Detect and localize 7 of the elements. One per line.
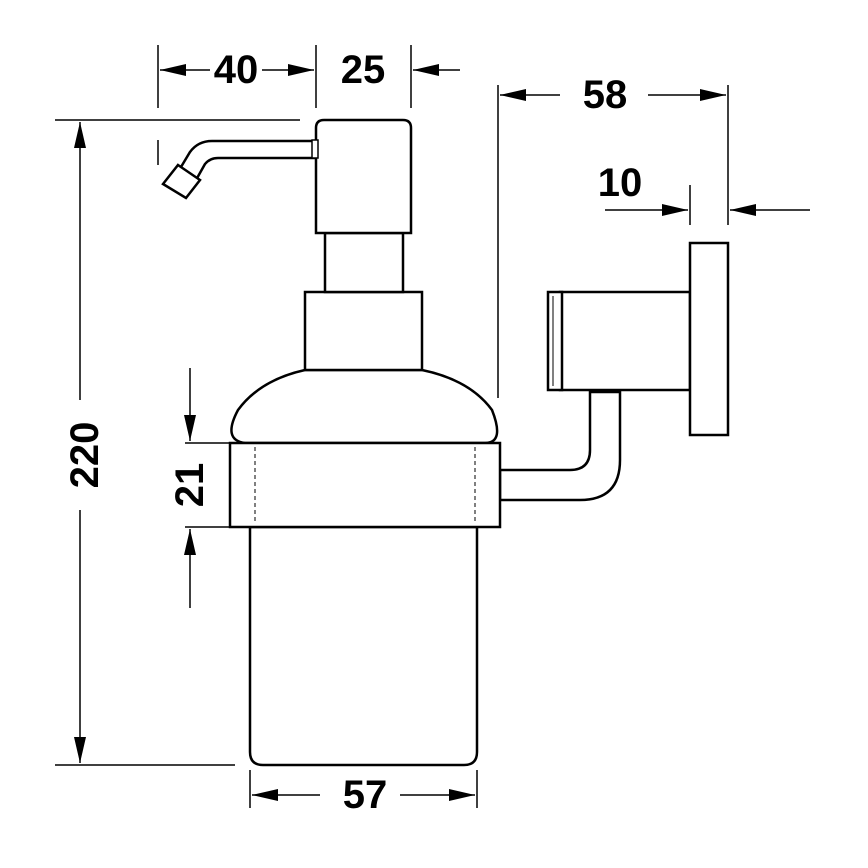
dimension-label: 58 (582, 75, 628, 115)
dimension-label: 40 (214, 50, 258, 90)
dimension-label: 10 (598, 163, 642, 203)
dimension-label: 220 (65, 422, 105, 488)
dimension-label: 57 (342, 775, 388, 815)
dimension-label: 25 (340, 50, 386, 90)
dimension-label: 21 (170, 462, 210, 508)
